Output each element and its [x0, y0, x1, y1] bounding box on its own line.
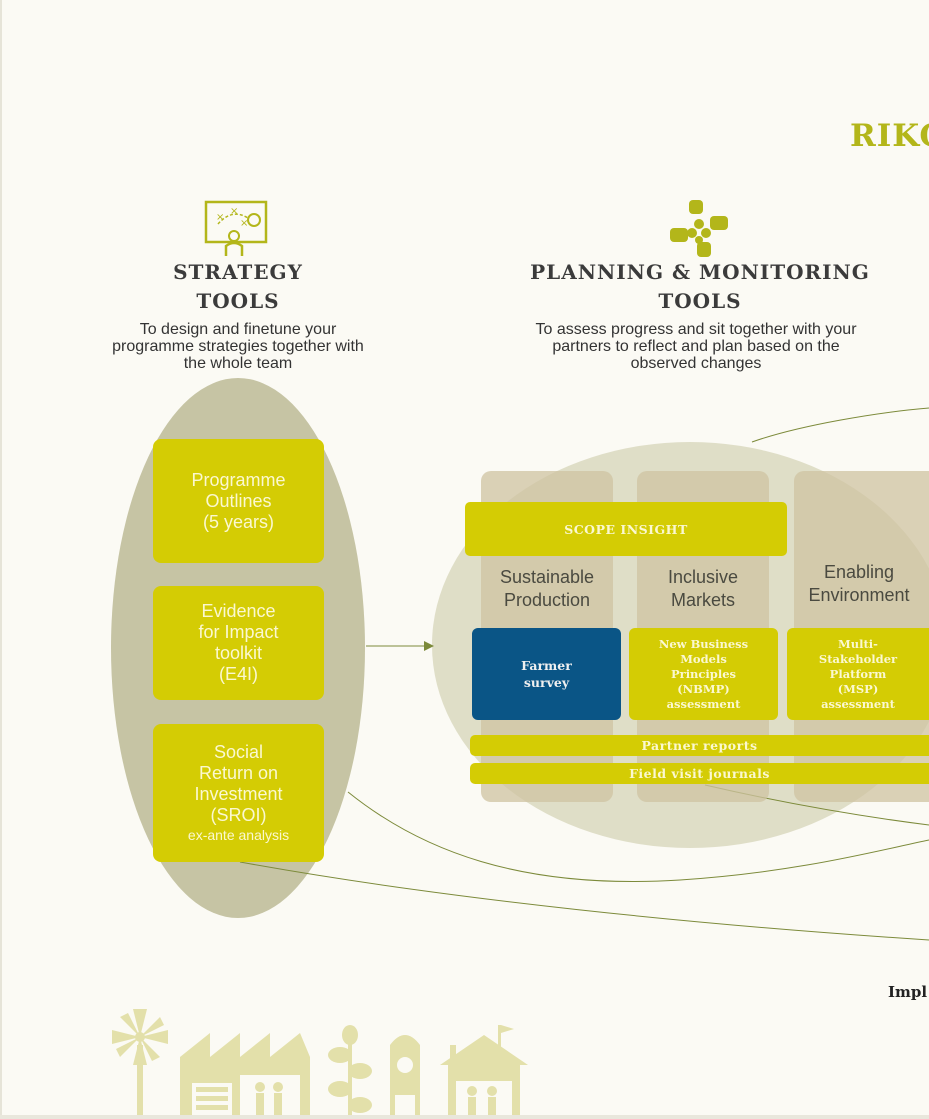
box-line: (E4I)	[218, 664, 258, 684]
strategy-board-icon: × × ×	[204, 200, 268, 256]
nbmp-assessment-box[interactable]: New Business Models Principles (NBMP) as…	[629, 628, 778, 720]
field-visit-journals-bar[interactable]: Field visit journals	[470, 763, 929, 784]
connector-curve-bottom	[239, 861, 929, 941]
evidence-for-impact-box[interactable]: Evidence for Impact toolkit (E4I)	[153, 586, 324, 700]
strategy-description: To design and finetune your programme st…	[112, 321, 364, 372]
connector-curve-sroi	[347, 791, 929, 883]
page-bottom-edge	[0, 1115, 929, 1119]
partner-reports-bar[interactable]: Partner reports	[470, 735, 929, 756]
box-line: (SROI)	[210, 805, 267, 825]
box-line: toolkit	[214, 643, 263, 663]
box-line: Return on	[198, 763, 279, 783]
pillar-label-line: Sustainable	[499, 567, 595, 587]
planning-heading-line2: TOOLS	[658, 289, 742, 313]
pillar-label-sustainable: Sustainable Production	[481, 566, 613, 612]
svg-text:×: ×	[230, 206, 238, 217]
box-line: Evidence	[201, 601, 276, 621]
pillar-label-line: Enabling	[823, 562, 895, 582]
planning-heading: PLANNING & MONITORING TOOLS	[520, 258, 880, 316]
pillar-label-line: Markets	[670, 590, 735, 610]
box-subline: ex-ante analysis	[187, 827, 290, 843]
planning-description: To assess progress and sit together with…	[535, 321, 857, 372]
tool-line: (MSP)	[837, 681, 879, 696]
house-icon	[440, 1025, 528, 1117]
tool-line: Platform	[829, 666, 887, 681]
farmer-survey-box[interactable]: Farmer survey	[472, 628, 621, 720]
strategy-heading-line2: TOOLS	[196, 289, 280, 313]
tool-line: survey	[523, 675, 570, 690]
factory-icon	[180, 1033, 310, 1117]
planning-heading-line1: PLANNING & MONITORING	[530, 260, 870, 284]
box-line: (5 years)	[202, 511, 274, 532]
programme-outlines-box[interactable]: Programme Outlines (5 years)	[153, 439, 324, 563]
tool-line: (NBMP)	[677, 681, 730, 696]
page-title-partial: RIKC	[850, 118, 929, 154]
tool-line: New Business	[658, 636, 749, 651]
tool-line: assessment	[666, 696, 741, 711]
svg-text:×: ×	[240, 218, 248, 229]
implementation-label-partial: Impl	[888, 983, 928, 1001]
strategy-heading: STRATEGY TOOLS	[118, 258, 358, 316]
pillar-label-line: Inclusive	[667, 567, 739, 587]
pillar-label-line: Environment	[808, 585, 910, 605]
tool-line: Stakeholder	[818, 651, 898, 666]
tool-line: assessment	[821, 696, 895, 711]
connector-curve-top	[751, 407, 929, 443]
tool-line: Models	[680, 651, 727, 666]
scope-insight-bar[interactable]: SCOPE INSIGHT	[465, 502, 787, 556]
tool-line: Multi-	[838, 636, 878, 651]
sroi-box[interactable]: Social Return on Investment (SROI) ex-an…	[153, 724, 324, 862]
plant-icon	[328, 1025, 372, 1117]
tool-line: Principles	[670, 666, 736, 681]
strategy-heading-line1: STRATEGY	[173, 260, 303, 284]
farm-illustration	[112, 1009, 528, 1117]
box-line: for Impact	[198, 622, 279, 642]
windmill-icon	[112, 1009, 168, 1117]
pillar-label-enabling: Enabling Environment	[794, 561, 924, 607]
pillar-label-inclusive: Inclusive Markets	[637, 566, 769, 612]
svg-text:×: ×	[216, 212, 224, 223]
box-line: Outlines	[205, 490, 272, 511]
box-line: Programme	[191, 469, 286, 490]
arrow-head-icon	[424, 641, 434, 651]
box-line: Investment	[194, 784, 283, 804]
silo-icon	[390, 1035, 420, 1117]
tool-line: Farmer	[521, 658, 572, 673]
page-edge	[0, 0, 2, 1119]
pillar-label-line: Production	[503, 590, 591, 610]
puzzle-cross-icon	[670, 200, 728, 257]
msp-assessment-box[interactable]: Multi- Stakeholder Platform (MSP) assess…	[787, 628, 929, 720]
box-line: Social	[213, 742, 263, 762]
